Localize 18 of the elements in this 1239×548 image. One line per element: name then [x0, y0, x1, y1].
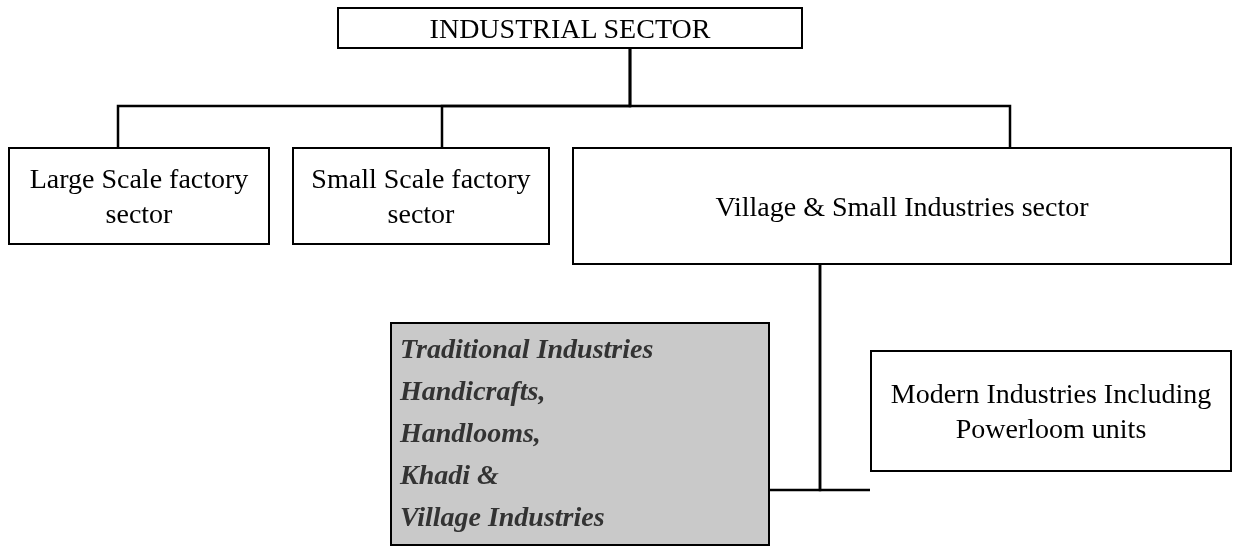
connector-line [818, 265, 870, 492]
text-box [870, 350, 1232, 472]
box-text: Handicrafts, [400, 374, 546, 408]
box-text: INDUSTRIAL SECTOR [429, 11, 711, 46]
box-text: Modern Industries Including Powerloom units [889, 377, 1213, 446]
connector-line [628, 49, 1012, 147]
box-text: Village Industries [400, 500, 605, 534]
text-box [8, 147, 270, 245]
text-box [292, 147, 550, 245]
box-text: Large Scale factory sector [28, 162, 250, 231]
box-text: Handlooms, [400, 416, 541, 450]
shaded-box [390, 322, 770, 546]
box-text: Traditional Industries [400, 332, 654, 366]
box-text: Village & Small Industries sector [715, 189, 1089, 224]
text-box [337, 7, 803, 49]
box-text: Khadi & [400, 458, 499, 492]
box-text: Small Scale factory sector [310, 162, 532, 231]
text-box [572, 147, 1232, 265]
